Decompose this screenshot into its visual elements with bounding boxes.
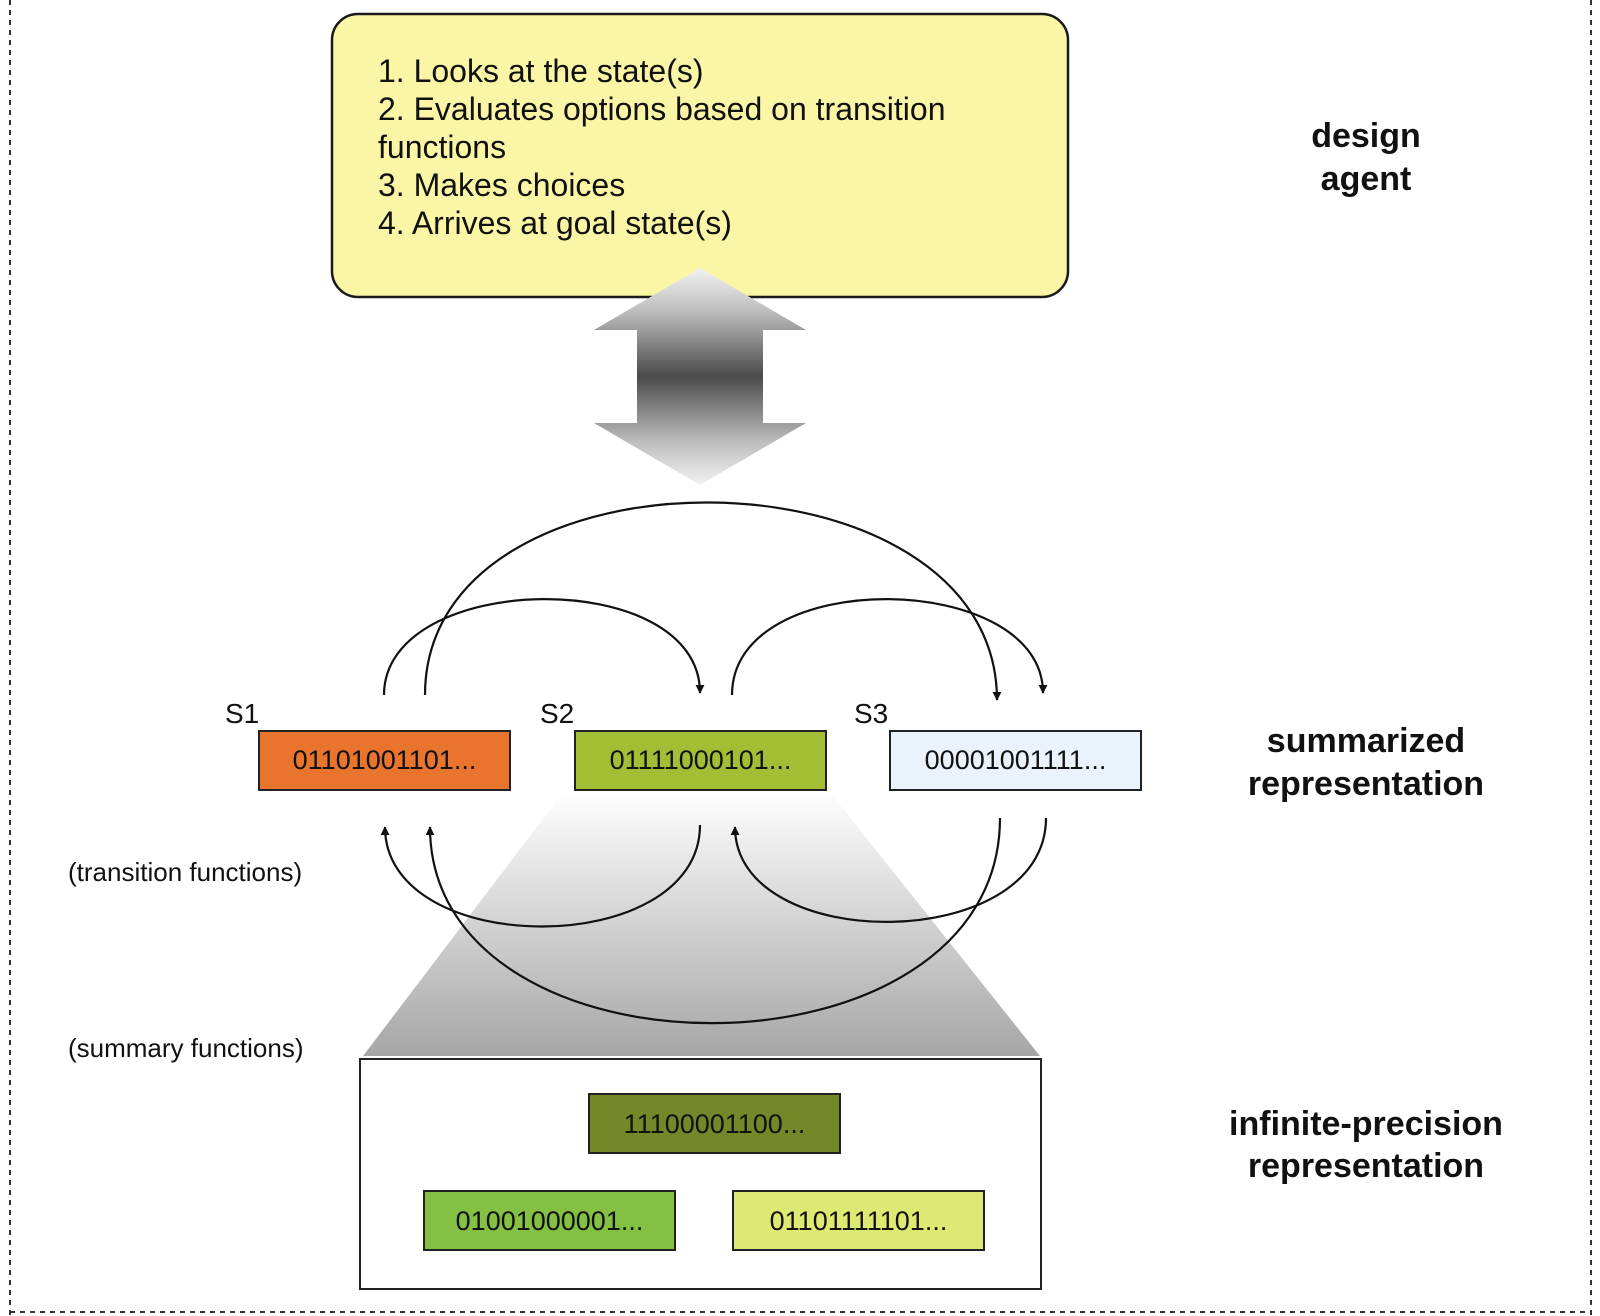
detail-state-bits-3: 01101111101... (770, 1206, 948, 1236)
layer-label-design-line1: design (1311, 117, 1421, 155)
transition-arrow-s1-s3-top (423, 501, 1002, 701)
state-bits-s3: 00001001111... (925, 745, 1107, 775)
transition-arrow-s3-s2-bottom (730, 817, 1048, 923)
layer-label-summarized-line1: summarized (1267, 722, 1465, 760)
summary-cone (363, 790, 1040, 1056)
state-name-s2: S2 (540, 698, 574, 729)
state-name-s3: S3 (854, 698, 888, 729)
layer-label-infinite-line2: representation (1248, 1147, 1484, 1185)
state-box-s2 (574, 730, 827, 791)
state-name-s1: S1 (225, 698, 259, 729)
detail-state-box-2 (423, 1190, 676, 1251)
agent-step-1: 1. Looks at the state(s) (378, 53, 704, 89)
state-bits-s2: 01111000101... (610, 745, 792, 775)
double-headed-arrow (594, 268, 806, 485)
transition-arrow-s2-s1-bottom (380, 824, 702, 928)
layer-label-infinite-line1: infinite-precision (1229, 1105, 1503, 1143)
summary-functions-label: (summary functions) (68, 1033, 304, 1063)
agent-step-3: 3. Makes choices (378, 167, 625, 203)
transition-functions-label: (transition functions) (68, 857, 302, 887)
agent-step-4: 4. Arrives at goal state(s) (378, 205, 732, 241)
detail-state-bits-2: 01001000001... (456, 1206, 644, 1236)
state-bits-s1: 01101001101... (293, 745, 477, 775)
transition-arrow-s3-s1-bottom (425, 817, 1002, 1025)
state-box-s1 (258, 730, 511, 791)
detail-state-bits-1: 11100001100... (624, 1109, 806, 1139)
state-box-s3 (889, 730, 1142, 791)
detail-state-box-1 (588, 1093, 841, 1154)
layer-label-design-line2: agent (1321, 160, 1412, 198)
agent-step-2: 2. Evaluates options based on transition (378, 91, 945, 127)
transition-arrow-s1-s2-top (382, 598, 705, 696)
detail-state-box-3 (732, 1190, 985, 1251)
agent-step-2-cont: functions (378, 129, 506, 165)
transition-arrow-s2-s3-top (730, 598, 1048, 696)
layer-label-summarized-line2: representation (1248, 765, 1484, 803)
